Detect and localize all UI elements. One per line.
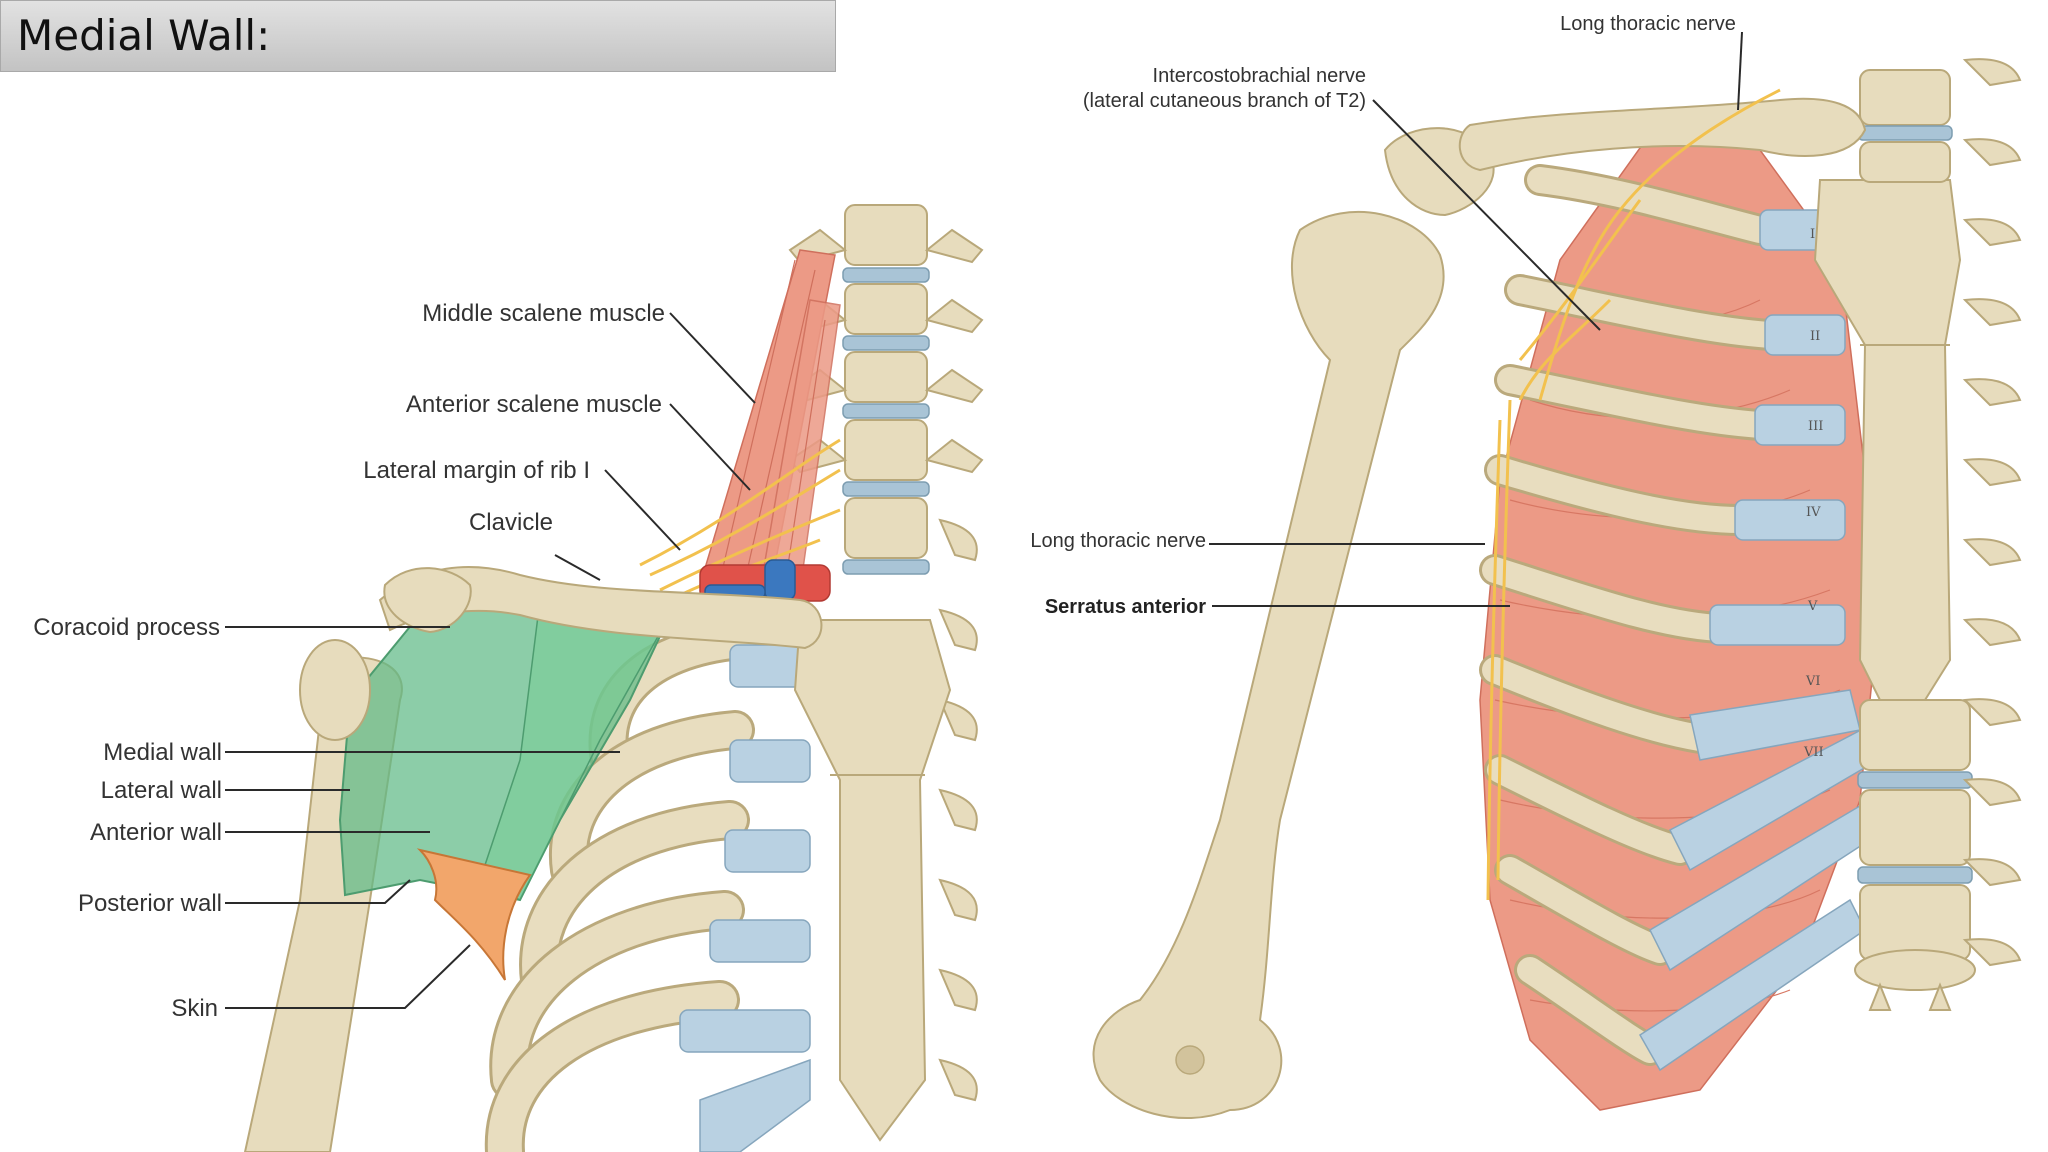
- label-anterior-scalene: Anterior scalene muscle: [406, 391, 662, 418]
- rib-number-7: VII: [1803, 745, 1824, 760]
- left-coracoid: [383, 567, 472, 634]
- label-posterior-wall: Posterior wall: [78, 890, 222, 917]
- rib-number-1: I: [1810, 227, 1815, 242]
- label-lateral-margin-rib1: Lateral margin of rib I: [363, 457, 590, 484]
- right-costal-cartilages: [1638, 209, 1896, 1072]
- label-intercostobrachial-2: (lateral cutaneous branch of T2): [1083, 90, 1366, 112]
- label-clavicle: Clavicle: [469, 509, 553, 536]
- right-figure: I II III IV V VI VII Long thoracic nerve…: [1030, 13, 2022, 1119]
- slide-title-bar: Medial Wall:: [0, 0, 836, 72]
- rib-number-4: IV: [1806, 505, 1821, 520]
- right-clavicle: [1458, 97, 1867, 172]
- label-lateral-wall: Lateral wall: [101, 777, 222, 804]
- label-anterior-wall: Anterior wall: [90, 819, 222, 846]
- label-skin: Skin: [171, 995, 218, 1022]
- right-vertebral-column: [1854, 69, 1976, 1011]
- label-long-thoracic-top: Long thoracic nerve: [1560, 13, 1736, 35]
- label-medial-wall: Medial wall: [103, 739, 222, 766]
- label-middle-scalene: Middle scalene muscle: [422, 300, 665, 327]
- right-nerves: [1486, 88, 1781, 901]
- rib-number-5: V: [1807, 599, 1818, 614]
- left-clavicle: [378, 566, 823, 650]
- left-figure: Middle scalene muscle Anterior scalene m…: [33, 204, 984, 1152]
- label-intercostobrachial-1: Intercostobrachial nerve: [1153, 65, 1366, 87]
- left-costal-cartilages: [679, 644, 811, 1152]
- left-vertebral-column: [788, 204, 984, 575]
- left-sternum: [793, 619, 952, 1142]
- left-humeral-head: [299, 639, 371, 741]
- left-posterior-ribs: [938, 518, 978, 1102]
- slide-title: Medial Wall:: [17, 11, 271, 60]
- left-ribs: [484, 620, 760, 1152]
- right-humerus: [1092, 210, 1445, 1119]
- right-posterior-ribs: [1962, 58, 2022, 967]
- subclavian-vessels: [699, 559, 831, 602]
- axilla-skin: [416, 848, 532, 981]
- label-serratus-anterior: Serratus anterior: [1045, 596, 1206, 618]
- rib-number-2: II: [1810, 329, 1820, 344]
- label-long-thoracic-side: Long thoracic nerve: [1030, 530, 1206, 552]
- right-ribs: [1479, 164, 1786, 1066]
- rib-number-6: VI: [1805, 674, 1821, 689]
- label-coracoid-process: Coracoid process: [33, 614, 220, 641]
- rib-number-3: III: [1808, 419, 1823, 434]
